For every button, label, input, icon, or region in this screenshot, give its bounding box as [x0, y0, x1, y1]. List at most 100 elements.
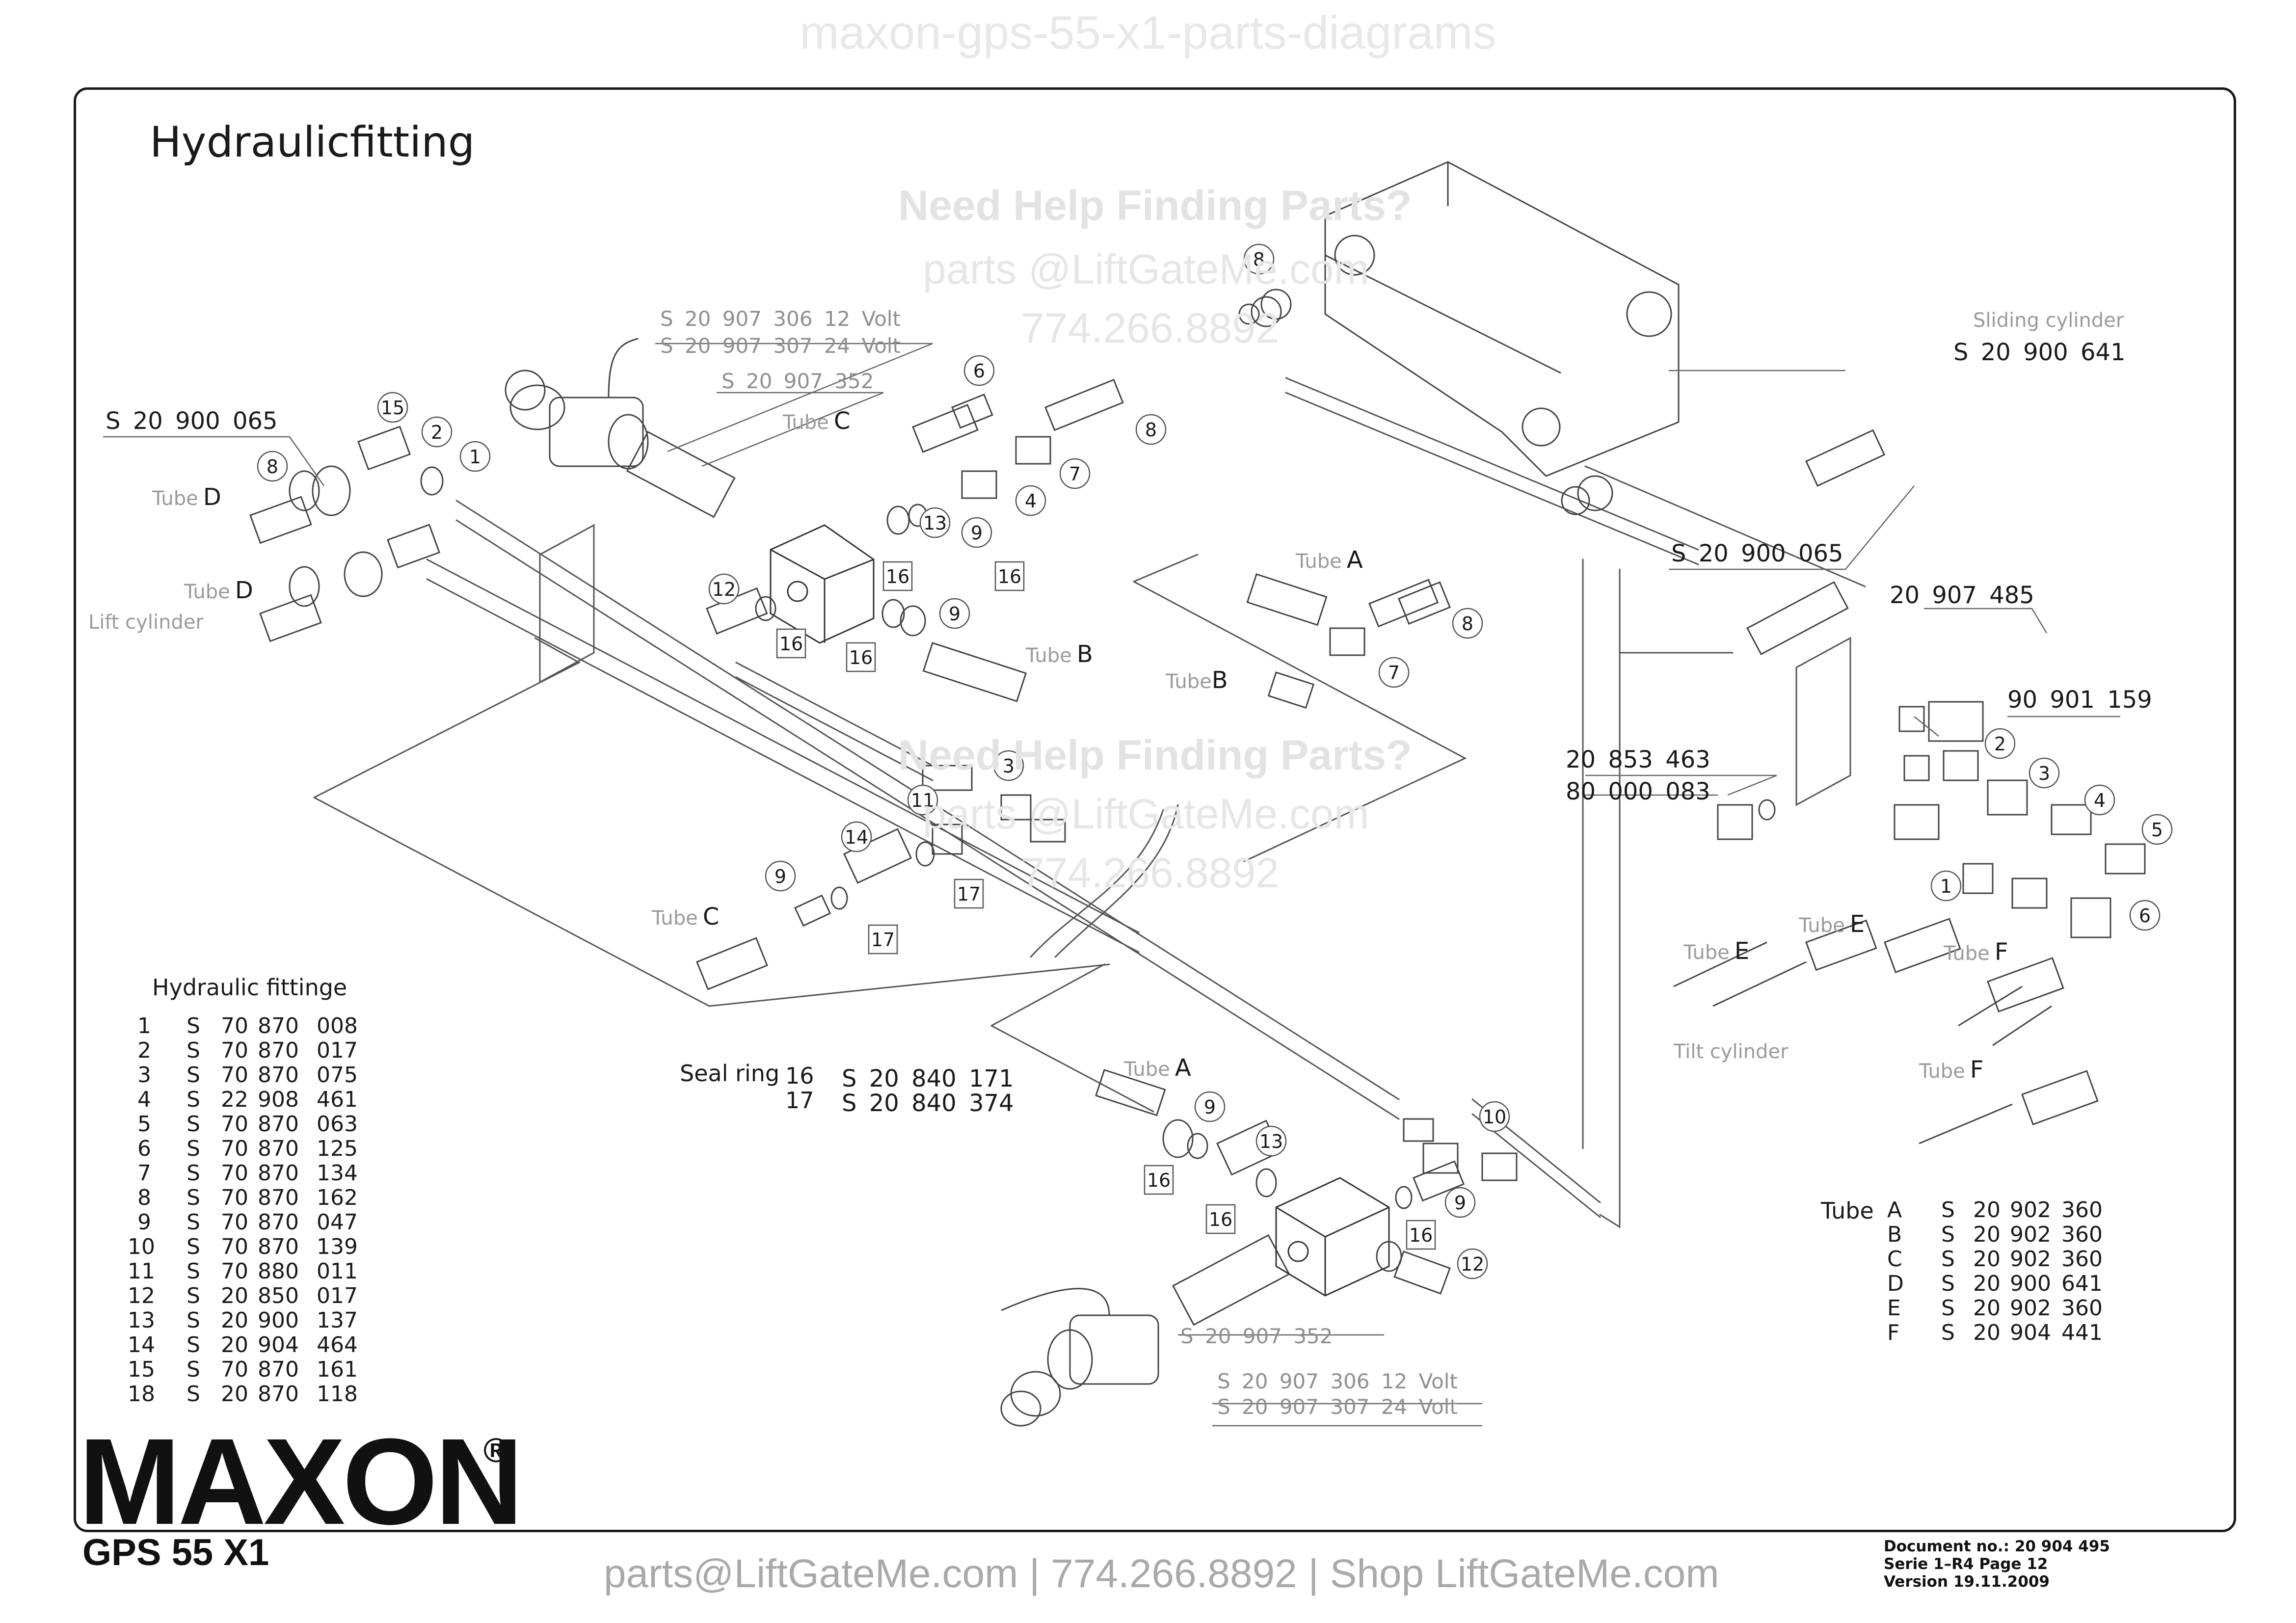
label-20-853-463: 20 853 463 [1566, 746, 1710, 773]
boxed-callout-16: 16 [849, 647, 873, 668]
watermark-email-top: parts @LiftGateMe.com [923, 246, 1369, 293]
callout-13: 13 [923, 512, 947, 534]
label-s-20-900-641: S 20 900 641 [1953, 339, 2126, 366]
callout-10: 10 [1483, 1106, 1506, 1128]
callout-numbers: 15 2 1 8 6 8 7 4 9 13 9 12 8 8 7 3 11 14… [267, 249, 2163, 1275]
callout-9: 9 [774, 866, 786, 887]
callout-8: 8 [1253, 249, 1265, 270]
document-number: Document no.: 20 904 495 [1884, 1538, 2110, 1555]
label-s-20-900-065-right: S 20 900 065 [1671, 540, 1843, 567]
watermark-help-mid: Need Help Finding Parts? [898, 732, 1412, 779]
watermark-title: maxon-gps-55-x1-parts-diagrams [800, 6, 1496, 59]
tube-label-a-top: Tube A [1296, 546, 1363, 574]
document-version: Version 19.11.2009 [1884, 1573, 2050, 1591]
label-80-000-083: 80 000 083 [1566, 778, 1710, 805]
callout-2: 2 [1994, 733, 2006, 755]
valve-block-bottom [1275, 1177, 1390, 1297]
label-20-907-485: 20 907 485 [1890, 582, 2034, 609]
fittings [249, 296, 2146, 1295]
watermark-phone-mid: 774.266.8892 [1021, 850, 1280, 897]
seal-ring-no-16: 16 [785, 1063, 814, 1089]
solenoid-top-12v: S 20 907 306 12 Volt [660, 307, 901, 331]
tube-label-d-2: Tube D [184, 577, 253, 604]
boxed-callout-16: 16 [886, 566, 909, 587]
callout-1: 1 [469, 446, 481, 468]
watermark-phone-top: 774.266.8892 [1021, 305, 1280, 352]
valve-block-top [770, 524, 875, 644]
tube-label-c-bottom: Tube C [652, 903, 720, 931]
solenoid-bottom-12v: S 20 907 306 12 Volt [1217, 1369, 1458, 1393]
boxed-callout-16: 16 [1147, 1170, 1171, 1191]
drawing-frame [74, 87, 2236, 1532]
callout-6: 6 [973, 360, 985, 382]
tube-label-d-1: Tube D [152, 483, 221, 511]
callout-8: 8 [1145, 419, 1157, 441]
callout-8: 8 [267, 456, 278, 478]
registered-mark: ® [483, 1431, 509, 1469]
maxon-logo: MAXON [79, 1413, 524, 1550]
callout-9: 9 [1454, 1192, 1466, 1214]
outline-lower-box [990, 963, 1105, 1027]
outline-right-box [1599, 568, 1621, 1228]
label-90-901-159: 90 901 159 [2007, 686, 2152, 714]
callout-9: 9 [1204, 1096, 1216, 1118]
tube-label-b-1: Tube B [1026, 640, 1093, 668]
callout-15: 15 [381, 397, 404, 419]
label-lift-cylinder: Lift cylinder [88, 611, 204, 634]
callout-12: 12 [712, 579, 736, 600]
label-tilt-cylinder: Tilt cylinder [1674, 1040, 1789, 1063]
callout-9: 9 [949, 603, 961, 625]
outline-left-box [313, 637, 581, 798]
tube-label-f-2: Tube F [1919, 1056, 1984, 1084]
callout-9: 9 [971, 522, 983, 544]
boxed-callout-16: 16 [998, 566, 1021, 587]
seal-ring-no-17: 17 [785, 1087, 814, 1114]
callout-5: 5 [2151, 819, 2163, 841]
solenoid-bottom [1000, 1234, 1290, 1427]
callout-3: 3 [1003, 755, 1015, 777]
outline-lower-box-2 [990, 1025, 1154, 1113]
outline-left-box-bottom [313, 797, 1110, 1007]
callout-6: 6 [2139, 905, 2151, 927]
page-title: Hydraulicfitting [150, 118, 475, 167]
model-name: GPS 55 X1 [82, 1532, 269, 1573]
fittings-table-heading: Hydraulic fittinge [152, 974, 347, 1001]
callout-7: 7 [1069, 463, 1081, 485]
callout-7: 7 [1388, 662, 1400, 684]
boxed-callout-16: 16 [1209, 1209, 1232, 1230]
callout-1: 1 [1940, 876, 1952, 897]
tube-label-b-2: TubeB [1166, 666, 1228, 694]
solenoid-bottom-valve: S 20 907 352 [1180, 1324, 1333, 1348]
callout-14: 14 [845, 826, 868, 848]
tilt-bracket [1238, 161, 1680, 477]
footer-contact: parts@LiftGateMe.com | 774.266.8892 | Sh… [604, 1551, 1719, 1596]
tubes-table-heading: Tube [1821, 1197, 1874, 1224]
seal-ring-part-17: S 20 840 374 [842, 1090, 1014, 1117]
solenoid-top-24v: S 20 907 307 24 Volt [660, 334, 901, 358]
tube-label-e-2: Tube E [1799, 910, 1865, 938]
callout-4: 4 [2094, 790, 2106, 811]
boxed-callout-16: 16 [1409, 1224, 1433, 1246]
outline-mid-box [1133, 554, 1199, 583]
watermark-email-mid: parts @LiftGateMe.com [923, 791, 1369, 838]
document-serie: Serie 1–R4 Page 12 [1884, 1555, 2048, 1573]
tube-label-e-1: Tube E [1683, 937, 1750, 965]
callout-11: 11 [911, 790, 934, 811]
seal-ring-label: Seal ring [680, 1060, 780, 1087]
boxed-callout-17: 17 [871, 929, 895, 951]
tube-label-c-top: Tube C [783, 407, 851, 435]
label-s-20-900-065-left: S 20 900 065 [106, 407, 278, 435]
solenoid-bottom-24v: S 20 907 307 24 Volt [1217, 1395, 1458, 1419]
label-sliding-cylinder: Sliding cylinder [1973, 309, 2124, 332]
solenoid-top-valve: S 20 907 352 [721, 369, 874, 393]
boxed-callouts [776, 561, 1436, 1250]
watermark-help-top: Need Help Finding Parts? [898, 182, 1412, 229]
boxed-callout-17: 17 [957, 883, 981, 905]
tube-label-f-1: Tube F [1944, 938, 2008, 966]
callout-3: 3 [2038, 763, 2050, 784]
callout-circles [257, 243, 2173, 1279]
callout-2: 2 [431, 422, 443, 443]
tube-label-a-bottom: Tube A [1124, 1054, 1191, 1082]
seal-ring-part-16: S 20 840 171 [842, 1065, 1014, 1092]
